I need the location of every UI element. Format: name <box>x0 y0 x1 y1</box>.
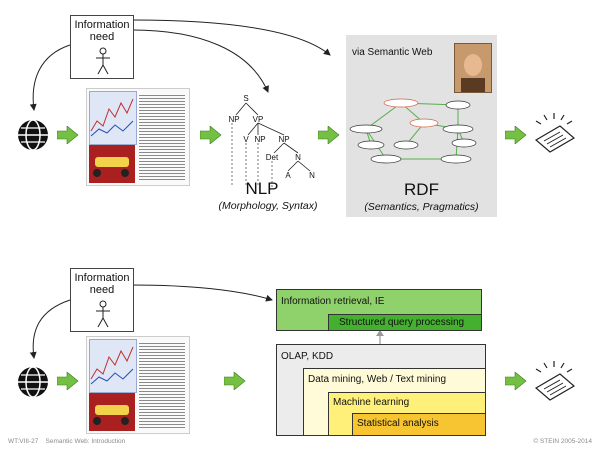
person-icon <box>96 47 110 75</box>
parse-tree: S NP VP V NP NP Det N A N <box>228 94 315 187</box>
globe-icon <box>18 366 48 398</box>
green-arrow-icon <box>200 126 222 144</box>
green-arrow-icon <box>505 126 527 144</box>
curve-to-globe-top <box>29 44 71 111</box>
statistical-analysis-label: Statistical analysis <box>357 418 439 429</box>
curve-to-globe-bottom <box>29 299 71 359</box>
portrait-photo <box>454 43 492 93</box>
document-icon <box>534 113 576 153</box>
information-need-box-top: Information need <box>70 15 134 79</box>
document-icon <box>534 361 576 401</box>
footer-right: © STEIN 2005-2014 <box>533 438 592 445</box>
green-arrow-icon <box>57 126 79 144</box>
globe-icon <box>18 119 48 151</box>
person-icon <box>96 300 110 328</box>
svg-text:A: A <box>285 171 291 180</box>
curve-to-ir <box>131 284 273 302</box>
green-arrow-icon <box>505 372 527 390</box>
svg-text:S: S <box>243 94 248 103</box>
rdf-title: RDF <box>404 180 439 199</box>
svg-text:NP: NP <box>228 115 239 124</box>
svg-text:N: N <box>309 171 315 180</box>
structured-query-label: Structured query processing <box>339 317 465 328</box>
olap-label: OLAP, KDD <box>281 351 334 362</box>
nlp-subtitle: (Morphology, Syntax) <box>218 200 318 212</box>
information-need-box-bottom: Information need <box>70 268 134 332</box>
green-arrow-icon <box>224 372 246 390</box>
data-mining-label: Data mining, Web / Text mining <box>308 374 447 385</box>
svg-text:VP: VP <box>253 115 264 124</box>
rdf-subtitle: (Semantics, Pragmatics) <box>364 201 479 213</box>
svg-text:V: V <box>243 135 249 144</box>
nlp-title: NLP <box>245 179 279 198</box>
curve-to-nlp <box>131 29 269 93</box>
svg-text:N: N <box>295 153 301 162</box>
information-need-label-bottom: Information need <box>74 272 130 296</box>
curve-to-rdf <box>131 19 331 56</box>
web-page-thumbnail <box>86 336 190 434</box>
machine-learning-label: Machine learning <box>333 397 410 408</box>
structured-query-box: Structured query processing <box>328 314 482 331</box>
semantic-web-panel: via Semantic Web RDF (Semantics, Pragmat… <box>346 35 497 217</box>
svg-text:Det: Det <box>266 153 279 162</box>
green-arrow-icon <box>57 372 79 390</box>
statistical-analysis-box: Statistical analysis <box>352 413 486 436</box>
svg-text:NP: NP <box>278 135 289 144</box>
information-need-label-top: Information need <box>74 19 130 43</box>
svg-text:NP: NP <box>254 135 265 144</box>
semantic-web-label: via Semantic Web <box>352 47 433 58</box>
footer-left: WT:VIII-27 Semantic Web: Introduction <box>8 438 126 445</box>
web-page-thumbnail <box>86 88 190 186</box>
information-retrieval-label: Information retrieval, IE <box>281 296 385 307</box>
rdf-graph <box>349 98 477 164</box>
green-arrow-icon <box>318 126 340 144</box>
